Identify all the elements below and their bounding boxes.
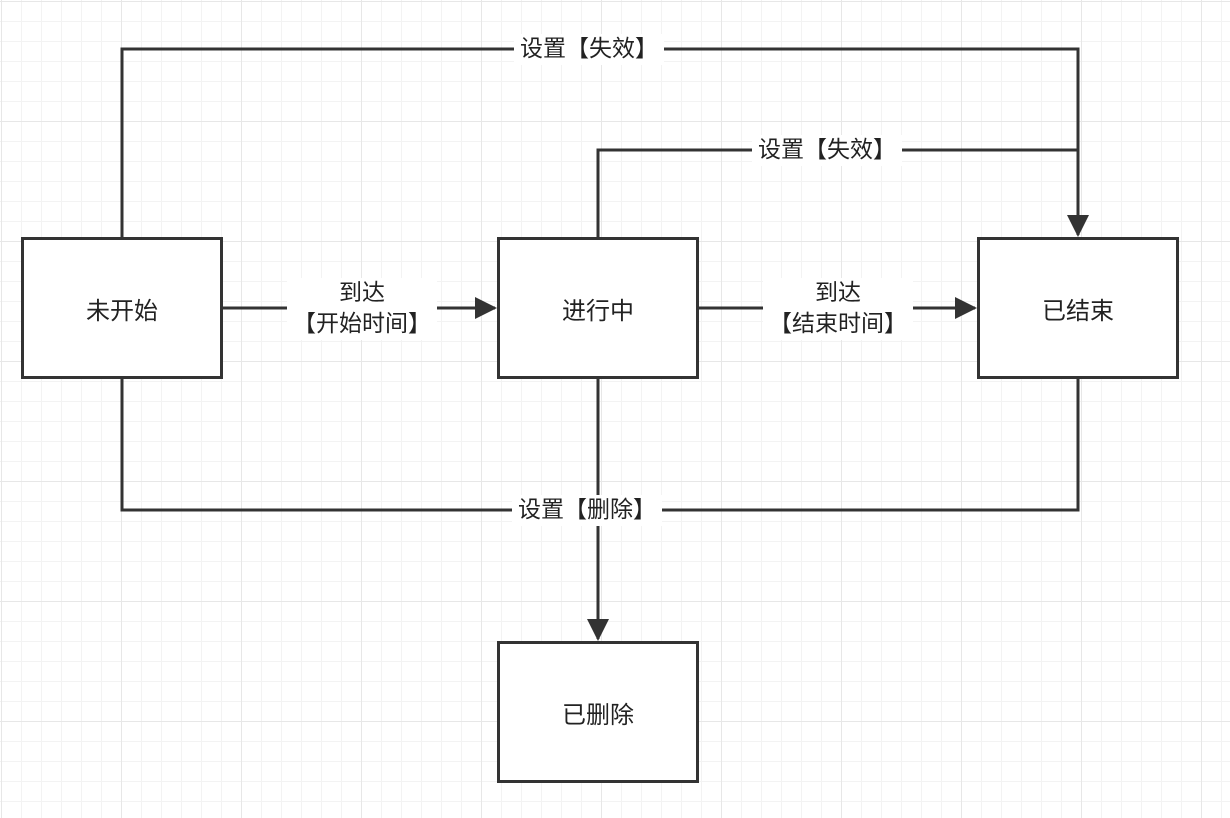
label-start-time: 到达 【开始时间】: [287, 278, 437, 340]
state-in-progress[interactable]: 进行中: [497, 237, 699, 379]
edge-not-started-to-ended: [120, 47, 1089, 237]
label-delete: 设置【删除】: [512, 495, 662, 526]
state-ended[interactable]: 已结束: [977, 237, 1179, 379]
state-ended-label: 已结束: [1042, 296, 1114, 325]
label-invalidate-inner-text: 设置【失效】: [758, 137, 896, 163]
state-deleted[interactable]: 已删除: [497, 641, 699, 783]
label-delete-text: 设置【删除】: [518, 497, 656, 523]
label-start-time-line1: 到达: [339, 280, 385, 306]
state-not-started[interactable]: 未开始: [21, 237, 223, 379]
label-end-time: 到达 【结束时间】: [763, 278, 913, 340]
state-in-progress-label: 进行中: [562, 296, 634, 325]
state-deleted-label: 已删除: [562, 700, 634, 729]
edge-in-progress-to-ended: [596, 148, 1078, 237]
label-invalidate-inner: 设置【失效】: [752, 135, 902, 166]
label-end-time-line1: 到达: [815, 280, 861, 306]
state-not-started-label: 未开始: [86, 296, 158, 325]
label-start-time-line2: 【开始时间】: [293, 311, 431, 337]
label-end-time-line2: 【结束时间】: [769, 311, 907, 337]
label-invalidate-top: 设置【失效】: [514, 34, 664, 65]
label-invalidate-top-text: 设置【失效】: [520, 36, 658, 62]
edge-not-started-to-bus: [120, 378, 1080, 512]
